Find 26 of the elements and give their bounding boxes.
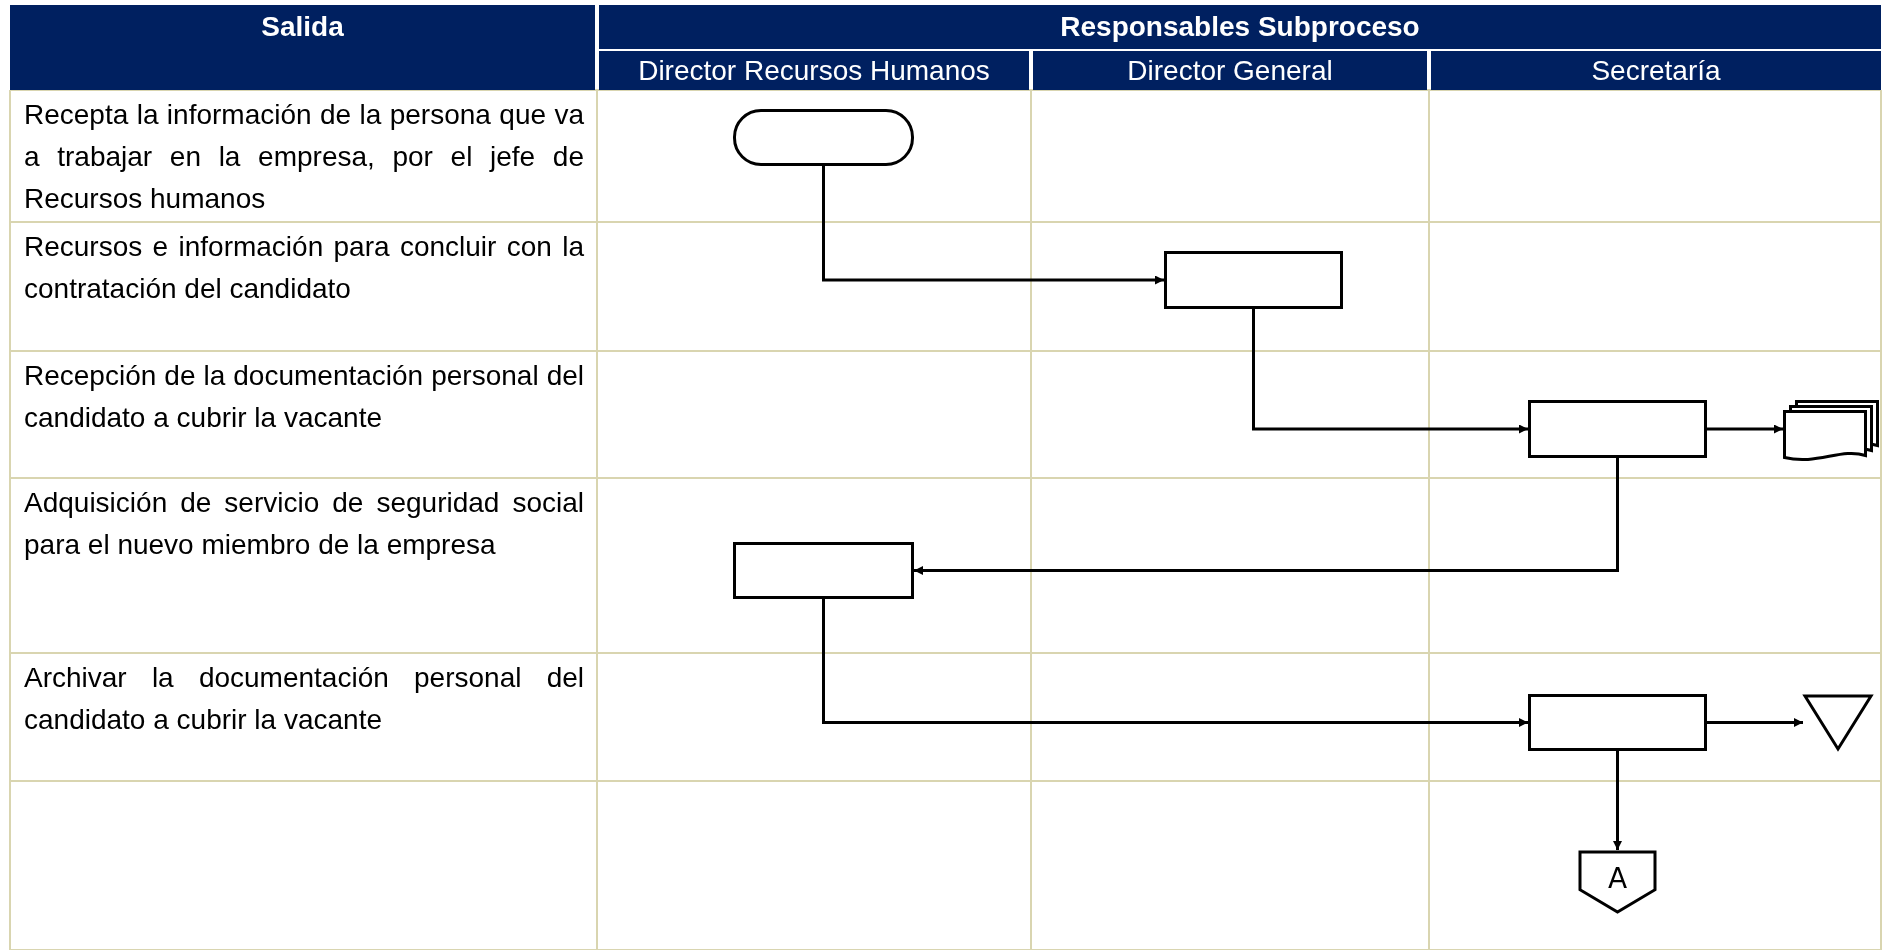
process-box — [733, 542, 914, 599]
arrow — [1252, 309, 1528, 434]
header-cell: Responsables Subproceso — [599, 5, 1881, 49]
process-box — [1528, 400, 1707, 458]
arrow — [1707, 424, 1783, 434]
off-page-connector — [1578, 850, 1657, 914]
document-stack-shape — [1783, 400, 1878, 458]
header-cell: Salida — [10, 5, 595, 90]
output-description: Adquisición de servicio de seguridad social para el nuevo miembro de la empresa — [24, 486, 584, 562]
header-cell: Director General — [1033, 51, 1427, 90]
header-cell: Secretaría — [1431, 51, 1881, 90]
archive-triangle — [1803, 694, 1873, 751]
output-description: Recursos e información para concluir con la contratación del candidato — [24, 230, 584, 306]
terminator-shape — [733, 109, 914, 166]
arrow — [914, 458, 1619, 575]
connector-letter: A — [1606, 862, 1629, 895]
output-description: Archivar la documentación personal del candidato a cubrir la vacante — [24, 661, 584, 737]
header-cell: Director Recursos Humanos — [599, 51, 1029, 90]
process-box — [1164, 251, 1343, 309]
arrow — [1613, 751, 1622, 850]
arrow — [822, 599, 1528, 727]
arrow — [1707, 718, 1803, 727]
output-description: Recepción de la documentación personal del candidato a cubrir la vacante — [24, 359, 584, 435]
output-description: Recepta la información de la persona que va a trabajar en la empresa, por el jefe de Recursos humanos — [24, 98, 584, 216]
arrow — [822, 166, 1164, 285]
process-box — [1528, 694, 1707, 751]
